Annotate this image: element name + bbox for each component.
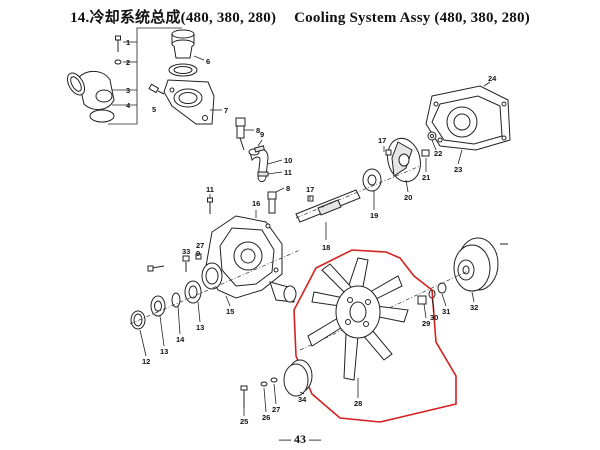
label-30: 30 (430, 313, 438, 322)
part-5-fitting (148, 83, 165, 95)
label-8-lower: 8 (286, 184, 290, 193)
part-13-bearing-left (150, 295, 166, 317)
part-26-washer (260, 381, 268, 387)
label-7: 7 (224, 106, 228, 115)
part-11-bolt (207, 197, 213, 214)
label-27-upper: 27 (196, 241, 204, 250)
part-19-seal-ring (362, 168, 382, 192)
label-17-upper: 17 (378, 136, 386, 145)
part-27-bolt-left (195, 253, 202, 260)
part-10-hose (248, 145, 269, 183)
label-31: 31 (442, 307, 450, 316)
label-24: 24 (488, 74, 497, 83)
part-2-washer (114, 59, 122, 65)
label-1: 1 (126, 38, 130, 47)
part-8-plug-upper (235, 117, 246, 151)
part-18-shaft (295, 165, 421, 223)
part-13-bearing-right (184, 280, 202, 304)
label-25: 25 (240, 417, 248, 426)
part-27-washer (270, 377, 278, 383)
part-20-impeller (387, 137, 421, 183)
label-34: 34 (298, 395, 307, 404)
label-9-upper: 9 (260, 130, 264, 139)
label-19: 19 (370, 211, 378, 220)
part-7-thermostat-housing (163, 79, 215, 125)
label-23: 23 (454, 165, 462, 174)
label-5: 5 (152, 105, 156, 114)
part-3-elbow-housing (66, 71, 115, 110)
part-24-pump-cover (425, 85, 511, 151)
part-28-fan (307, 257, 409, 381)
label-13-left: 13 (160, 347, 168, 356)
part-4-gasket (89, 109, 115, 123)
label-13-right: 13 (196, 323, 204, 332)
label-11-lower: 11 (206, 185, 214, 194)
leader-lines (139, 55, 491, 416)
part-14-seal (171, 292, 181, 308)
part-33-stud (182, 255, 190, 272)
label-3: 3 (126, 86, 130, 95)
part-1-bolt (115, 35, 121, 52)
page-title: 14.冷却系统总成(480, 380, 280) Cooling System A… (0, 6, 600, 27)
part-22-seal (427, 131, 437, 141)
label-20: 20 (404, 193, 412, 202)
part-29-nut (417, 295, 427, 305)
part-6-thermostat (168, 29, 198, 77)
label-32: 32 (470, 303, 478, 312)
page-number: — 43 — (279, 432, 321, 446)
part-31-washer (437, 282, 447, 294)
bracket-lines (108, 27, 182, 125)
label-17-lower: 17 (306, 185, 314, 194)
label-27-lower: 27 (272, 405, 280, 414)
label-15: 15 (226, 307, 234, 316)
part-8-plug-lower (267, 191, 277, 214)
part-34-spacer (283, 359, 313, 397)
label-28: 28 (354, 399, 362, 408)
label-2: 2 (126, 58, 130, 67)
part-25-bolt (240, 385, 248, 408)
part-9-bolt-left (147, 265, 165, 272)
part-21-nut (421, 149, 430, 157)
title-chinese: 14.冷却系统总成(480, 380, 280) (70, 10, 277, 26)
part-12-snap-ring (130, 310, 146, 330)
axis-line-left (129, 249, 301, 325)
label-8-upper: 8 (256, 126, 260, 135)
label-10: 10 (284, 156, 292, 165)
label-33: 33 (182, 247, 190, 256)
part-labels: 1 2 3 4 5 6 7 8 9 10 11 8 24 17 22 23 21… (126, 38, 497, 426)
label-16: 16 (252, 199, 260, 208)
label-12: 12 (142, 357, 150, 366)
label-26: 26 (262, 413, 270, 422)
label-22: 22 (434, 149, 442, 158)
label-9-lower: 9 (196, 249, 200, 258)
part-32-pulley (453, 237, 508, 292)
part-15-pump-body (201, 215, 297, 303)
title-english: Cooling System Assy (480, 380, 280) (294, 10, 530, 26)
label-14: 14 (176, 335, 185, 344)
label-21: 21 (422, 173, 430, 182)
part-17-clip-upper (385, 149, 392, 156)
label-29: 29 (422, 319, 430, 328)
label-18: 18 (322, 243, 330, 252)
label-6: 6 (206, 57, 210, 66)
label-11-upper: 11 (284, 168, 292, 177)
label-4: 4 (126, 101, 131, 110)
